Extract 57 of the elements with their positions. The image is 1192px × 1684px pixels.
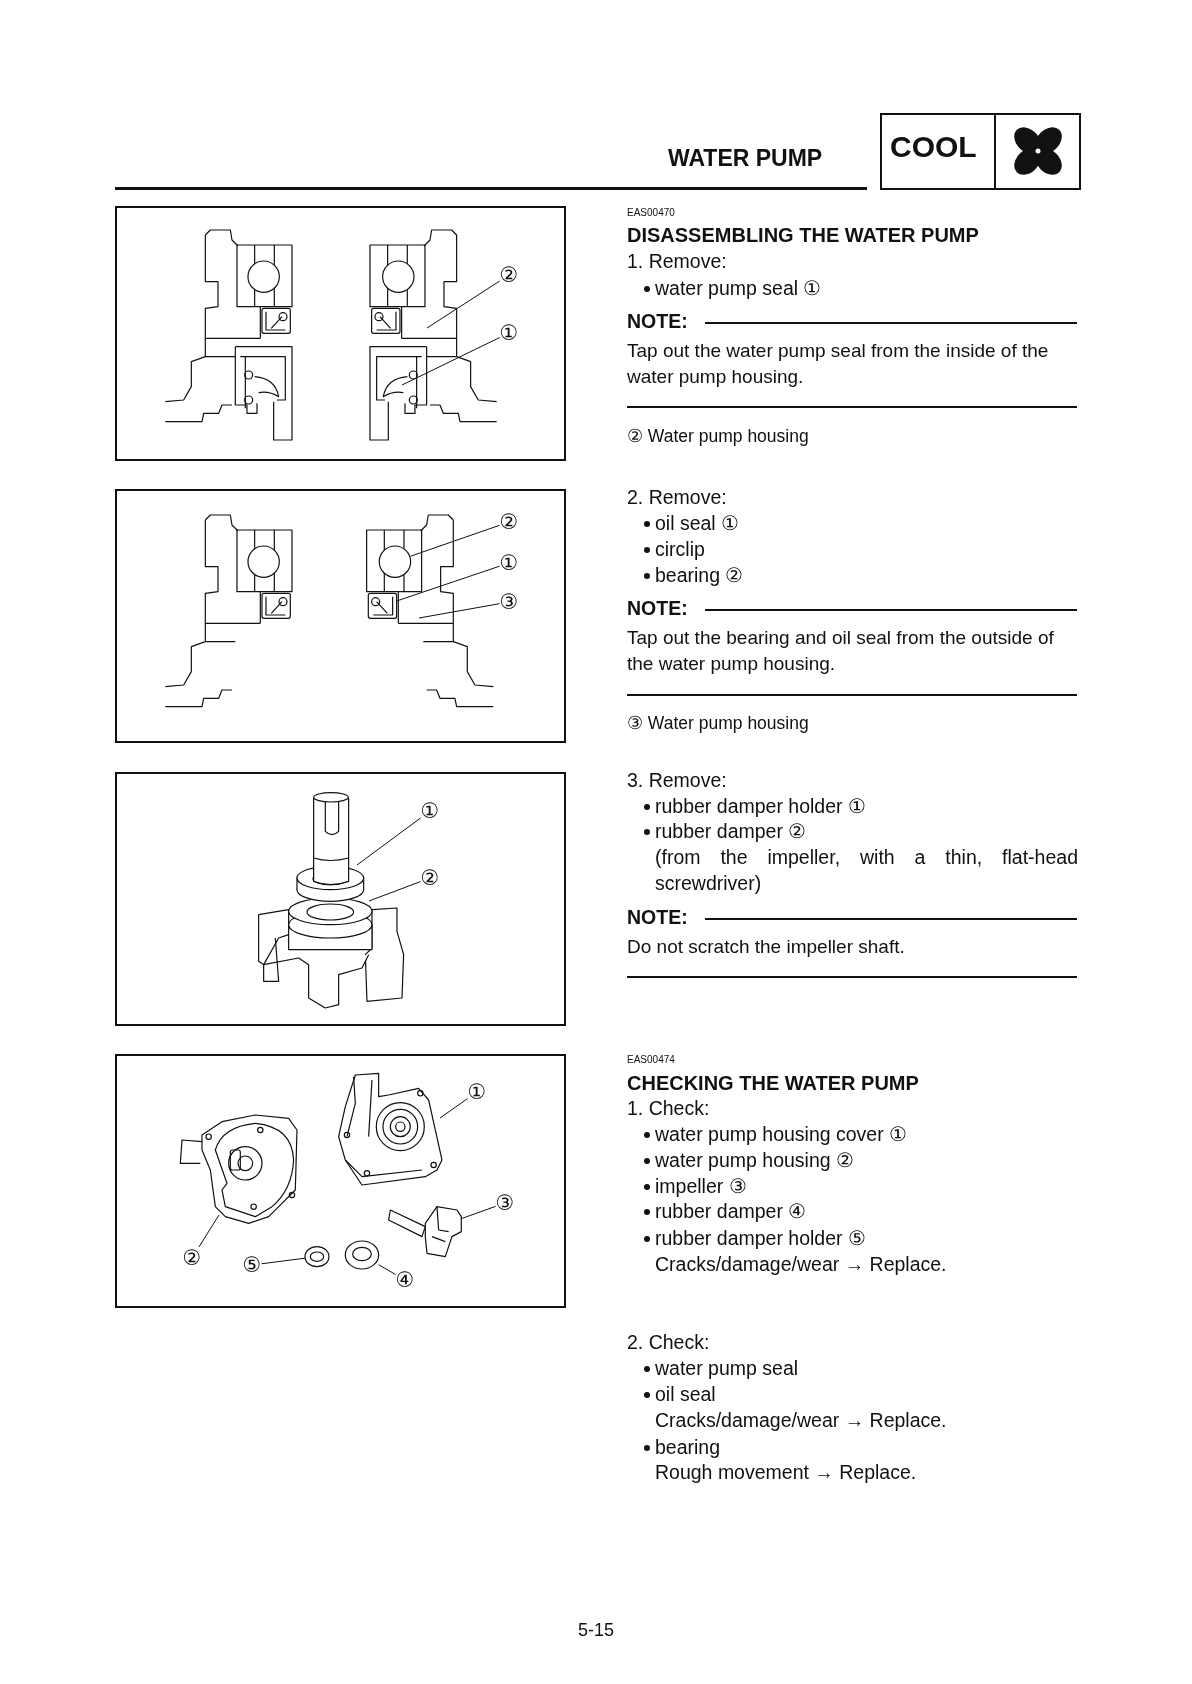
leader-line [368,880,422,902]
item-text: Cracks/damage/wear → Replace. [655,1408,948,1433]
note-heading: NOTE: [627,905,688,930]
section-tab-title: COOL [890,129,977,165]
leader-line [401,336,501,386]
leader-line [418,603,501,619]
page-title: WATER PUMP [668,145,823,171]
reference-code: EAS00470 [627,207,675,219]
list-item: water pump seal [655,1356,799,1381]
step-heading: 2. Remove: [627,485,727,510]
leader-line [197,1214,220,1249]
list-item: bearing [655,1435,721,1460]
reference-code: EAS00474 [627,1054,675,1066]
list-item: rubber damper ④ [655,1199,807,1224]
step-heading: 1. Remove: [627,249,727,274]
impeller [388,1206,462,1258]
page-number: 5-15 [577,1619,615,1642]
list-item: rubber damper holder ⑤ [655,1226,866,1251]
step-heading: 1. Check: [627,1096,710,1121]
list-item: water pump housing cover ① [655,1122,908,1147]
note-text: Tap out the bearing and oil seal from the outside of the water pump housing. [627,626,1055,676]
note-text: Do not scratch the impeller shaft. [627,935,906,959]
leader-line [410,524,501,557]
list-item: water pump housing ② [655,1148,855,1173]
leader-line [439,1097,469,1119]
step-heading: 3. Remove: [627,768,727,793]
leader-line [260,1257,306,1265]
list-item: bearing ② [655,563,744,588]
seal-ring [344,1240,380,1270]
item-text: (from the impeller, with a thin, flat-head screwdriver) [655,845,1078,896]
callout-number: ① [467,1081,487,1103]
leader-line [378,1264,397,1276]
list-item: impeller ③ [655,1174,747,1199]
item-text: Cracks/damage/wear → Replace. [655,1252,948,1277]
section-heading: DISASSEMBLING THE WATER PUMP [627,223,979,248]
leader-line [460,1205,497,1220]
section-heading: CHECKING THE WATER PUMP [627,1071,919,1096]
leader-line [396,565,501,602]
key-text: ② Water pump housing [627,425,809,448]
list-item: rubber damper ② [655,819,807,844]
list-item: water pump seal ① [655,276,822,301]
list-item: oil seal ① [655,511,740,536]
leader-line [356,816,422,866]
step-heading: 2. Check: [627,1330,710,1355]
key-text: ③ Water pump housing [627,712,809,735]
list-item: rubber damper holder ① [655,794,866,819]
callout-number: ① [420,800,440,822]
leader-line [426,280,501,329]
bearing-ball [378,545,412,578]
note-heading: NOTE: [627,309,688,334]
list-item: circlip [655,537,705,562]
list-item: oil seal [655,1382,716,1407]
note-heading: NOTE: [627,596,688,621]
seal-ring [304,1246,330,1268]
oil-seal [367,592,398,619]
note-text: Tap out the water pump seal from the inside of the water pump housing. [627,339,1050,389]
item-text: Rough movement → Replace. [655,1460,918,1485]
